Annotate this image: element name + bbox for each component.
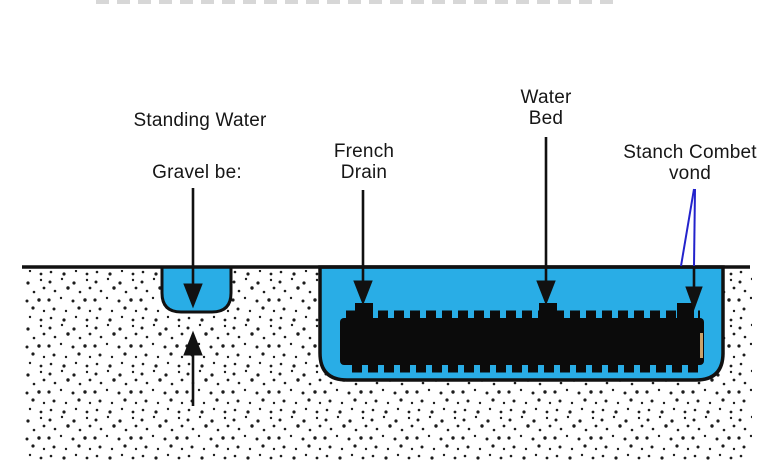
label-gravel-bed: Gravel be: — [152, 162, 242, 183]
label-water-bed-line1: Water — [520, 87, 572, 108]
stanch-leader-lines — [680, 188, 696, 267]
leader-line-right — [693, 188, 696, 267]
annotation-arrows — [183, 137, 703, 406]
pipe-body — [340, 318, 704, 365]
label-stanch-combet: Stanch Combet vond — [623, 142, 757, 184]
leader-line-left — [680, 188, 695, 267]
label-standing-water: Standing Water — [133, 110, 267, 131]
label-french-drain-line1: French — [333, 141, 395, 162]
soil-upflow-arrow — [183, 330, 203, 406]
pipe-fitting-middle — [539, 303, 557, 320]
pipe-end-accent — [700, 333, 703, 358]
pipe-fitting-left — [355, 303, 373, 320]
water-bed-arrow — [536, 137, 556, 306]
pipe-fitting-right — [677, 303, 694, 320]
stanch-combet-arrow — [685, 267, 703, 311]
label-water-bed-line2: Bed — [528, 108, 564, 129]
corrugated-pipe — [340, 303, 704, 373]
label-stanch-combet-line2: vond — [668, 163, 711, 184]
gravel-bed-arrow — [183, 188, 203, 309]
label-french-drain: French Drain — [334, 141, 394, 183]
label-water-bed: Water Bed — [521, 87, 572, 129]
label-stanch-combet-line1: Stanch Combet — [623, 142, 757, 163]
french-drain-arrow — [353, 190, 373, 306]
label-french-drain-line2: Drain — [340, 162, 388, 183]
